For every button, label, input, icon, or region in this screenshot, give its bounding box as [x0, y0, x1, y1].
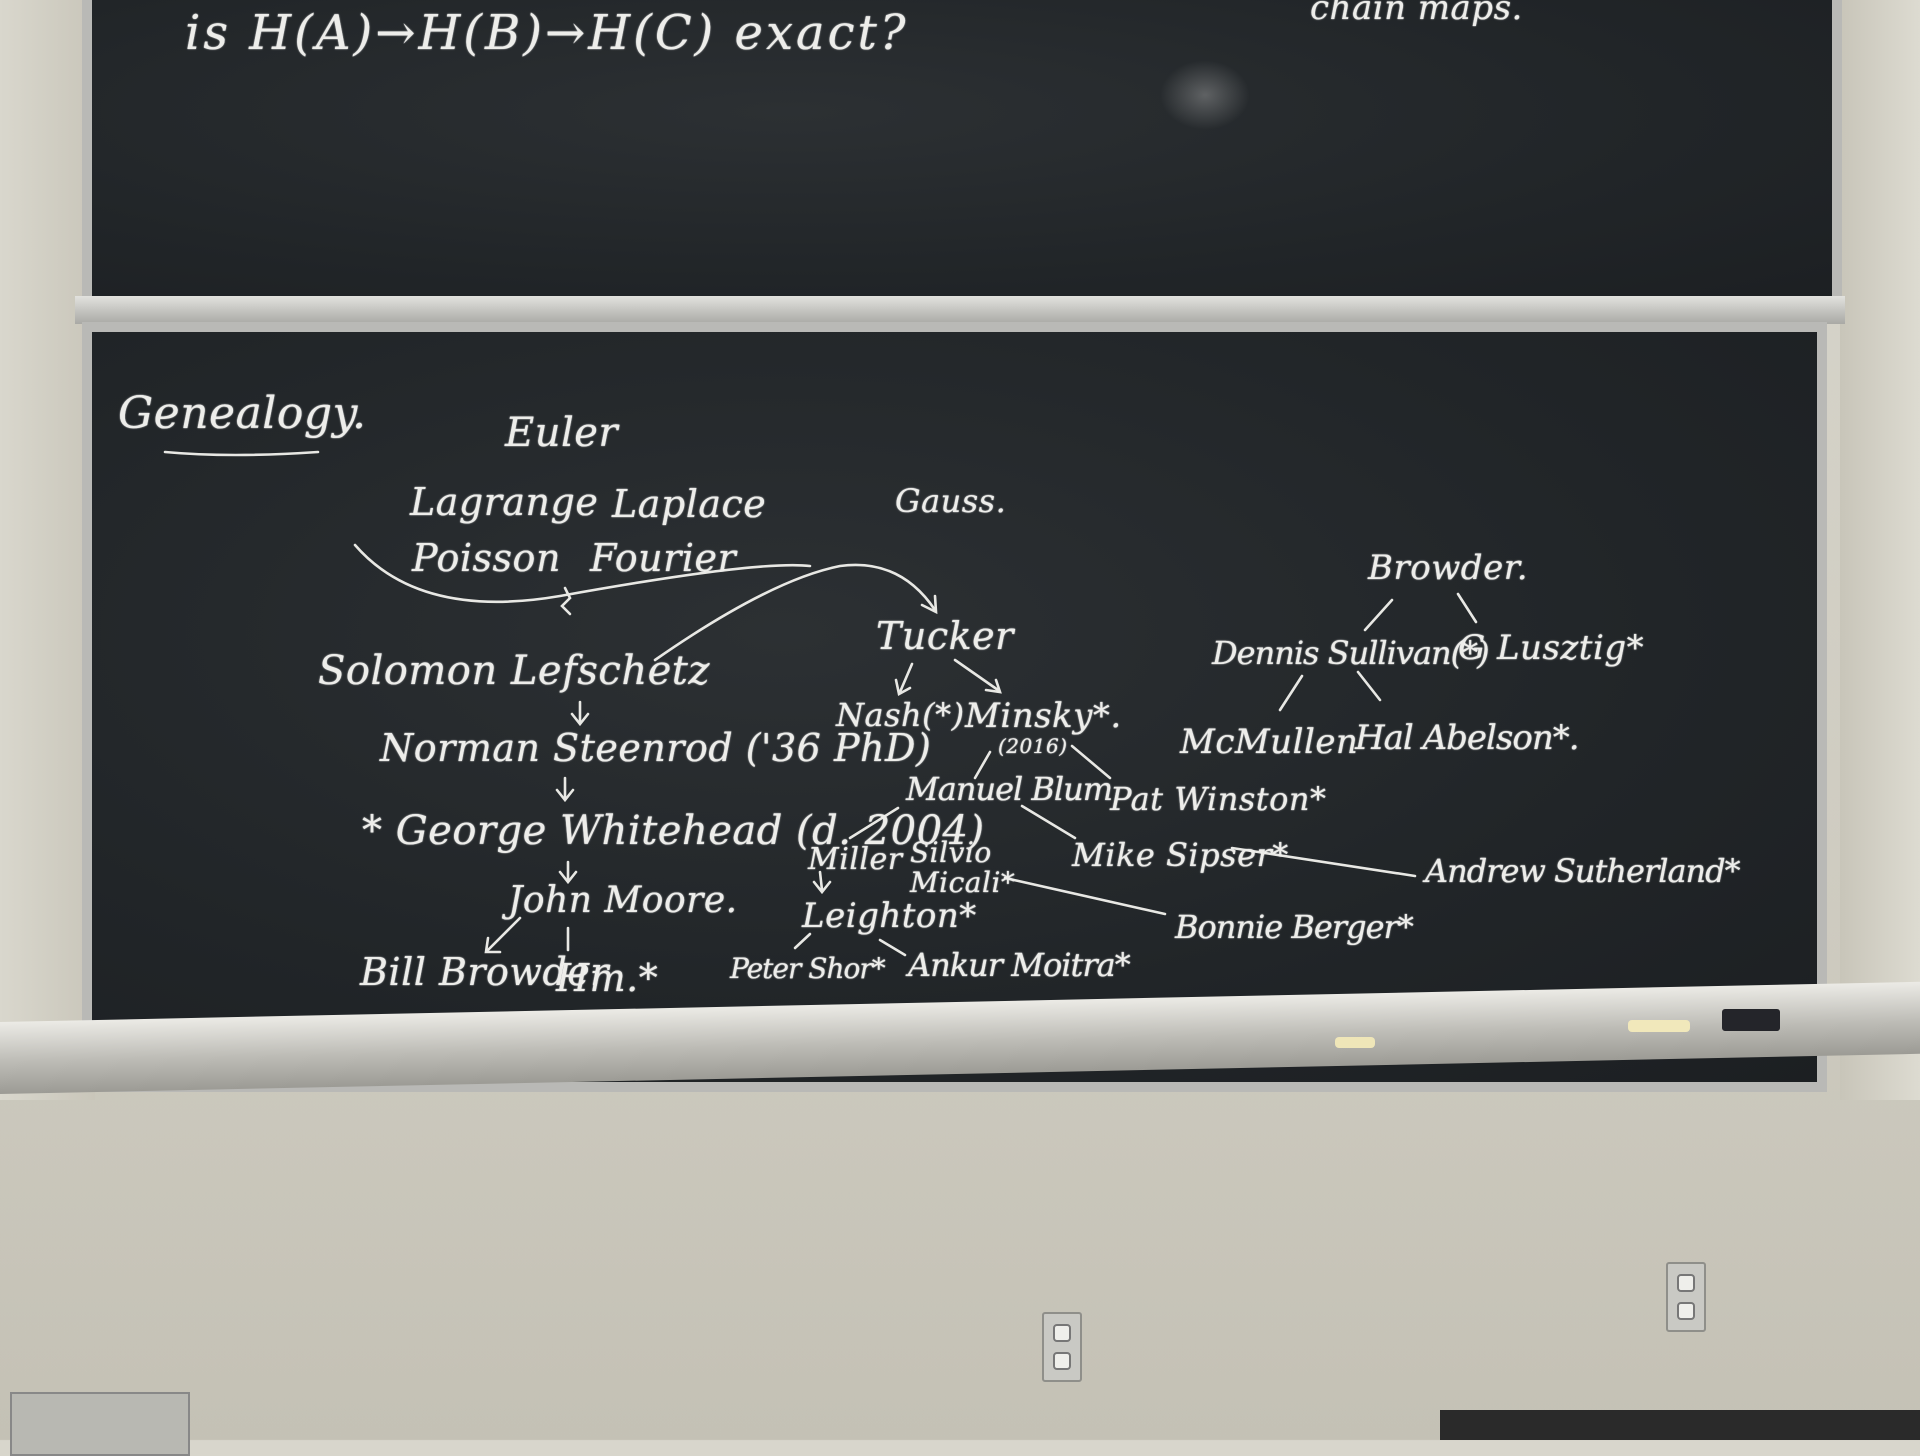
name-hm: Hm.* — [556, 956, 659, 1000]
name-steenrod: Norman Steenrod ('36 PhD) — [380, 726, 932, 770]
power-outlet — [1042, 1312, 1082, 1382]
chalk-smudge — [1160, 60, 1250, 130]
name-mcmullen: McMullen — [1180, 722, 1359, 762]
name-moore: John Moore. — [508, 880, 738, 921]
genealogy-heading: Genealogy. — [118, 388, 367, 439]
name-leighton: Leighton* — [802, 896, 977, 936]
name-tucker: Tucker — [876, 614, 1014, 658]
floor-edge — [1440, 1410, 1920, 1440]
lower-chalkboard — [82, 322, 1827, 1092]
name-poisson: Poisson — [412, 536, 561, 580]
name-mike-sipser: Mike Sipser* — [1072, 836, 1289, 874]
name-fourier: Fourier — [590, 536, 737, 580]
wall-left — [0, 0, 95, 1100]
name-lefschetz: Solomon Lefschetz — [318, 648, 710, 694]
name-gauss: Gauss. — [895, 482, 1007, 520]
middle-board-rail — [75, 296, 1845, 324]
name-euler: Euler — [505, 410, 619, 456]
name-peter-shor: Peter Shor* — [730, 952, 886, 985]
name-nash: Nash(*) — [836, 696, 965, 734]
eraser[interactable] — [1722, 1009, 1780, 1031]
name-bill-browder: Bill Browder — [360, 950, 609, 994]
name-browder-top: Browder. — [1368, 548, 1529, 588]
name-ankur-moitra: Ankur Moitra* — [908, 946, 1131, 984]
power-outlet — [1666, 1262, 1706, 1332]
name-andrew-sutherland: Andrew Sutherland* — [1425, 852, 1741, 890]
name-hal-abelson: Hal Abelson*. — [1355, 718, 1580, 758]
name-lusztig: G Lusztig* — [1458, 628, 1645, 668]
name-laplace: Laplace — [612, 482, 767, 526]
name-manuel-blum: Manuel Blum — [906, 770, 1113, 808]
name-whitehead: * George Whitehead (d. 2004) — [362, 808, 985, 854]
name-dennis-sullivan: Dennis Sullivan(*) — [1212, 634, 1490, 672]
chain-maps-note: chain maps. — [1310, 0, 1523, 28]
name-pat-winston: Pat Winston* — [1110, 780, 1327, 818]
name-minsky: Minsky*. — [965, 696, 1122, 736]
name-lagrange: Lagrange — [410, 480, 599, 524]
name-micali: Silvio Micali* — [910, 836, 1016, 899]
name-bonnie-berger: Bonnie Berger* — [1175, 908, 1414, 946]
exactness-question: is H(A)→H(B)→H(C) exact? — [185, 5, 909, 61]
minsky-year: (2016) — [998, 734, 1068, 758]
wall-right — [1840, 0, 1920, 1100]
chalk-piece[interactable] — [1335, 1037, 1375, 1048]
upper-chalkboard — [82, 0, 1842, 320]
name-miller: Miller — [808, 842, 903, 877]
chalk-piece[interactable] — [1628, 1020, 1690, 1032]
